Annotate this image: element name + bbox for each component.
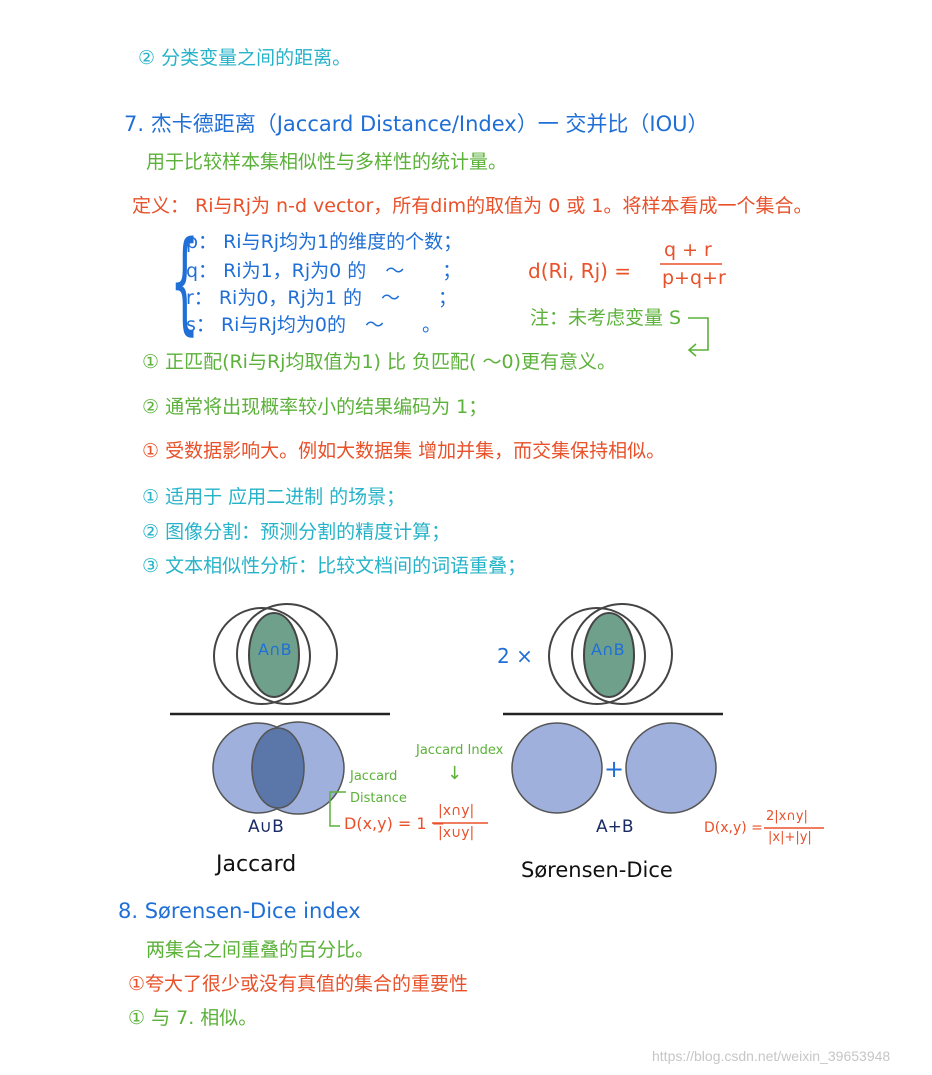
dice-formula: D(x,y) = xyxy=(704,820,763,836)
jaccard-top-circle-b xyxy=(236,603,338,705)
distance-formula-denominator: p+q+r xyxy=(662,267,726,289)
note-positive-match: ① 正匹配(Ri与Rj均取值为1) 比 负匹配( ～0)更有意义。 xyxy=(142,351,616,373)
note-bracket-arrow xyxy=(688,317,709,351)
label-plus: + xyxy=(604,755,625,783)
def-p: p： Ri与Rj均为1的维度的个数； xyxy=(186,231,463,253)
note-data-sensitivity: ① 受数据影响大。例如大数据集 增加并集，而交集保持相似。 xyxy=(142,440,666,462)
label-jaccard-distance-2: Distance xyxy=(350,791,407,806)
distance-formula-numerator: q + r xyxy=(664,239,712,261)
caption-jaccard: Jaccard xyxy=(216,852,297,877)
label-sum: A+B xyxy=(596,817,634,837)
label-union: A∪B xyxy=(248,817,284,837)
brace: { xyxy=(170,216,200,346)
use-binary: ① 适用于 应用二进制 的场景； xyxy=(142,486,406,508)
jaccard-distance-numerator: |x∩y| xyxy=(438,803,475,819)
label-two-times: 2 × xyxy=(497,644,533,668)
def-r: r： Ri为0，Rj为1 的 ～ ； xyxy=(186,287,458,309)
section-8-note: ①夸大了很少或没有真值的集合的重要性 xyxy=(128,973,469,995)
note-ignores-s: 注：未考虑变量 S xyxy=(530,307,682,329)
dice-set-a xyxy=(511,722,603,814)
label-intersection-jaccard: A∩B xyxy=(258,640,292,659)
note-encode-rare: ② 通常将出现概率较小的结果编码为 1； xyxy=(142,396,488,418)
label-intersection-dice: A∩B xyxy=(591,640,625,659)
section-7-title: 7. 杰卡德距离（Jaccard Distance/Index）一 交并比（IO… xyxy=(124,112,709,136)
dice-numerator: 2|x∩y| xyxy=(766,809,808,824)
dice-top-circle-b xyxy=(571,603,673,705)
caption-dice: Sørensen-Dice xyxy=(521,858,673,882)
section-8-title: 8. Sørensen-Dice index xyxy=(118,899,361,923)
use-segmentation: ② 图像分割：预测分割的精度计算； xyxy=(142,521,451,543)
jaccard-distance-formula: D(x,y) = 1 − xyxy=(344,814,446,833)
section-8-similar: ① 与 7. 相似。 xyxy=(128,1007,258,1029)
jaccard-intersection xyxy=(248,612,300,698)
dice-set-b xyxy=(625,722,717,814)
label-jaccard-index: Jaccard Index xyxy=(416,743,504,758)
definition-line: 定义： Ri与Rj为 n-d vector，所有dim的取值为 0 或 1。将样… xyxy=(132,195,813,217)
def-q: q： Ri为1，Rj为0 的 ～ ； xyxy=(186,260,462,282)
watermark: https://blog.csdn.net/weixin_39653948 xyxy=(652,1048,891,1064)
jaccard-distance-denominator: |x∪y| xyxy=(438,825,475,841)
dice-denominator: |x|+|y| xyxy=(768,830,812,845)
section-7-desc: 用于比较样本集相似性与多样性的统计量。 xyxy=(146,151,508,173)
distance-formula-lhs: d(Ri, Rj) = xyxy=(528,259,632,283)
arrow-down-icon: ↓ xyxy=(447,763,463,784)
use-text: ③ 文本相似性分析：比较文档间的词语重叠； xyxy=(142,555,527,577)
def-s: s： Ri与Rj均为0的 ～ 。 xyxy=(186,314,441,336)
note-categorical: ② 分类变量之间的距离。 xyxy=(138,47,352,69)
section-8-desc: 两集合之间重叠的百分比。 xyxy=(146,939,375,961)
label-jaccard-distance-1: Jaccard xyxy=(350,769,398,784)
dice-intersection xyxy=(583,612,635,698)
